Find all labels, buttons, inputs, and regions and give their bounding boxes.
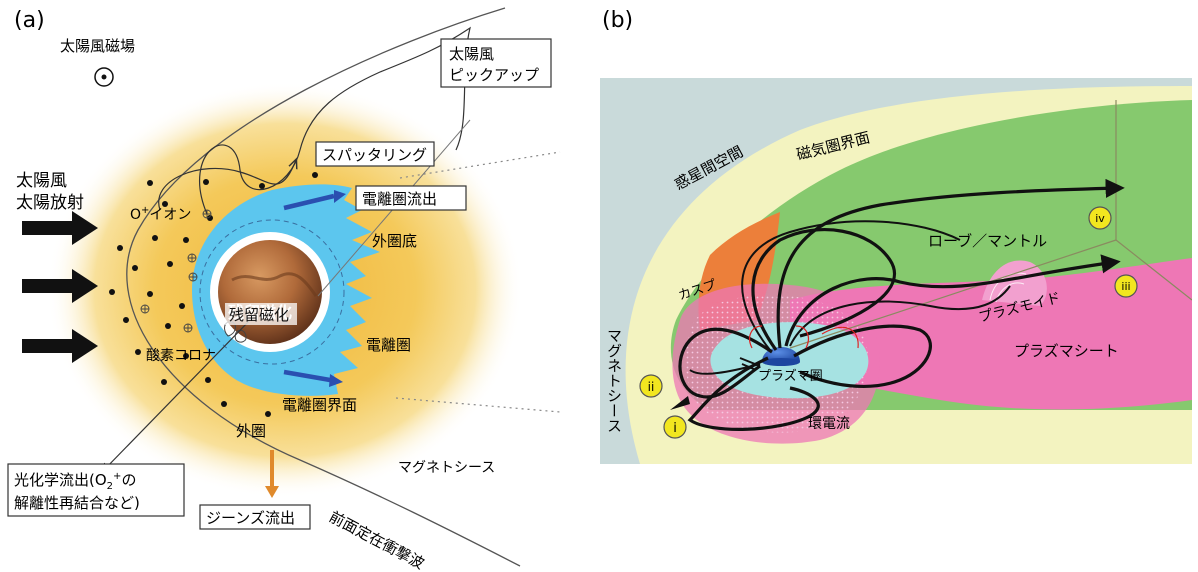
jeans-escape-label: ジーンズ流出 [206,509,295,527]
sputtering-box [315,141,435,167]
panel-a-label: (a) [14,8,45,33]
ion-outflow-arrowhead-upper [334,190,346,203]
oxygen-atoms [109,172,318,417]
solar-wind-arrow [22,329,98,363]
panel-b: (b) [600,8,1192,464]
field-lines-thin [689,220,1011,375]
field-line-end-arrowhead [670,396,690,410]
sputtering-label: スパッタリング [322,146,427,164]
ion-outflow-arrowhead-lower [329,374,343,387]
panel-b-label: (b) [602,8,633,33]
sputtering-trajectory [158,160,296,211]
ring-current-label: 環電流 [808,416,850,432]
svg-text:iv: iv [1095,212,1105,225]
exobase-dashed-circle [199,219,345,365]
panel-a: (a) [7,7,561,572]
photochemical-box [7,463,185,517]
bow-shock-label: 前面定在衝撃波 [326,508,427,572]
pickup-box [440,38,552,88]
solar-wind-arrows [22,211,98,363]
solar-wind-arrow [22,269,98,303]
solar-wind-label: 太陽風 [16,171,67,191]
box-edges [789,100,1192,349]
panel-b-diagram: i ii iii iv 惑星間空間 磁気圏界面 ローブ／マントル カスプ プラズ… [600,78,1192,464]
ionopause-label: 電離圏界面 [282,396,357,414]
exosphere-label: 外圏 [236,422,266,440]
marker-iii: iii [1114,274,1138,298]
lobe-mantle-label: ローブ／マントル [928,232,1047,250]
svg-text:ii: ii [648,380,655,394]
ion-outflow-arrow-upper [283,193,335,211]
photochemical-label-line1: 光化学流出(O2+の [14,471,136,492]
o-ion-label: O+イオン [130,205,191,223]
marker-iv: iv [1088,206,1112,230]
field-lines [678,178,1125,431]
svg-text:iii: iii [1121,280,1130,293]
remnant-mag-label: 残留磁化 [229,306,289,324]
magnetosheath-label-a: マグネトシース [398,460,495,476]
ion-outflow-box [355,185,467,211]
plasma-sheet-label: プラズマシート [1014,342,1119,360]
solar-radiation-label: 太陽放射 [16,193,84,213]
pickup-label-line1: 太陽風 [449,45,494,63]
jeans-escape-arrowhead [265,486,279,498]
mars-planet [218,240,322,344]
ion-outflow-arrow-lower [283,369,331,383]
marker-ii: ii [639,374,663,398]
mars-surface-mark [231,272,318,297]
ion-outflow-label: 電離圏流出 [362,190,437,208]
planet-b-base [762,358,800,366]
svg-text:i: i [673,421,677,436]
solar-wind-arrow [22,211,98,245]
marker-i: i [663,415,687,439]
magnetosheath-label-b: マグネトシース [605,328,623,433]
remnant-mag-bg [225,303,297,325]
jeans-box [199,504,311,530]
photochemical-escape-line [102,317,253,472]
photochemical-label-line2: 解離性再結合など) [14,494,140,512]
oxygen-ions [140,209,212,333]
bow-shock-line [126,7,521,567]
exobase-label: 外圏底 [372,232,417,250]
imf-label: 太陽風磁場 [60,37,135,55]
pickup-label-line2: ピックアップ [449,66,539,84]
plasma-sheet-region [790,258,1192,410]
oxygen-corona-label: 酸素コロナ [146,348,216,364]
current-arrows-red [749,325,859,349]
imf-dot-icon [101,74,107,80]
ionosphere-label: 電離圏 [366,336,411,354]
plasmasphere-label: プラズマ圏 [758,368,823,384]
